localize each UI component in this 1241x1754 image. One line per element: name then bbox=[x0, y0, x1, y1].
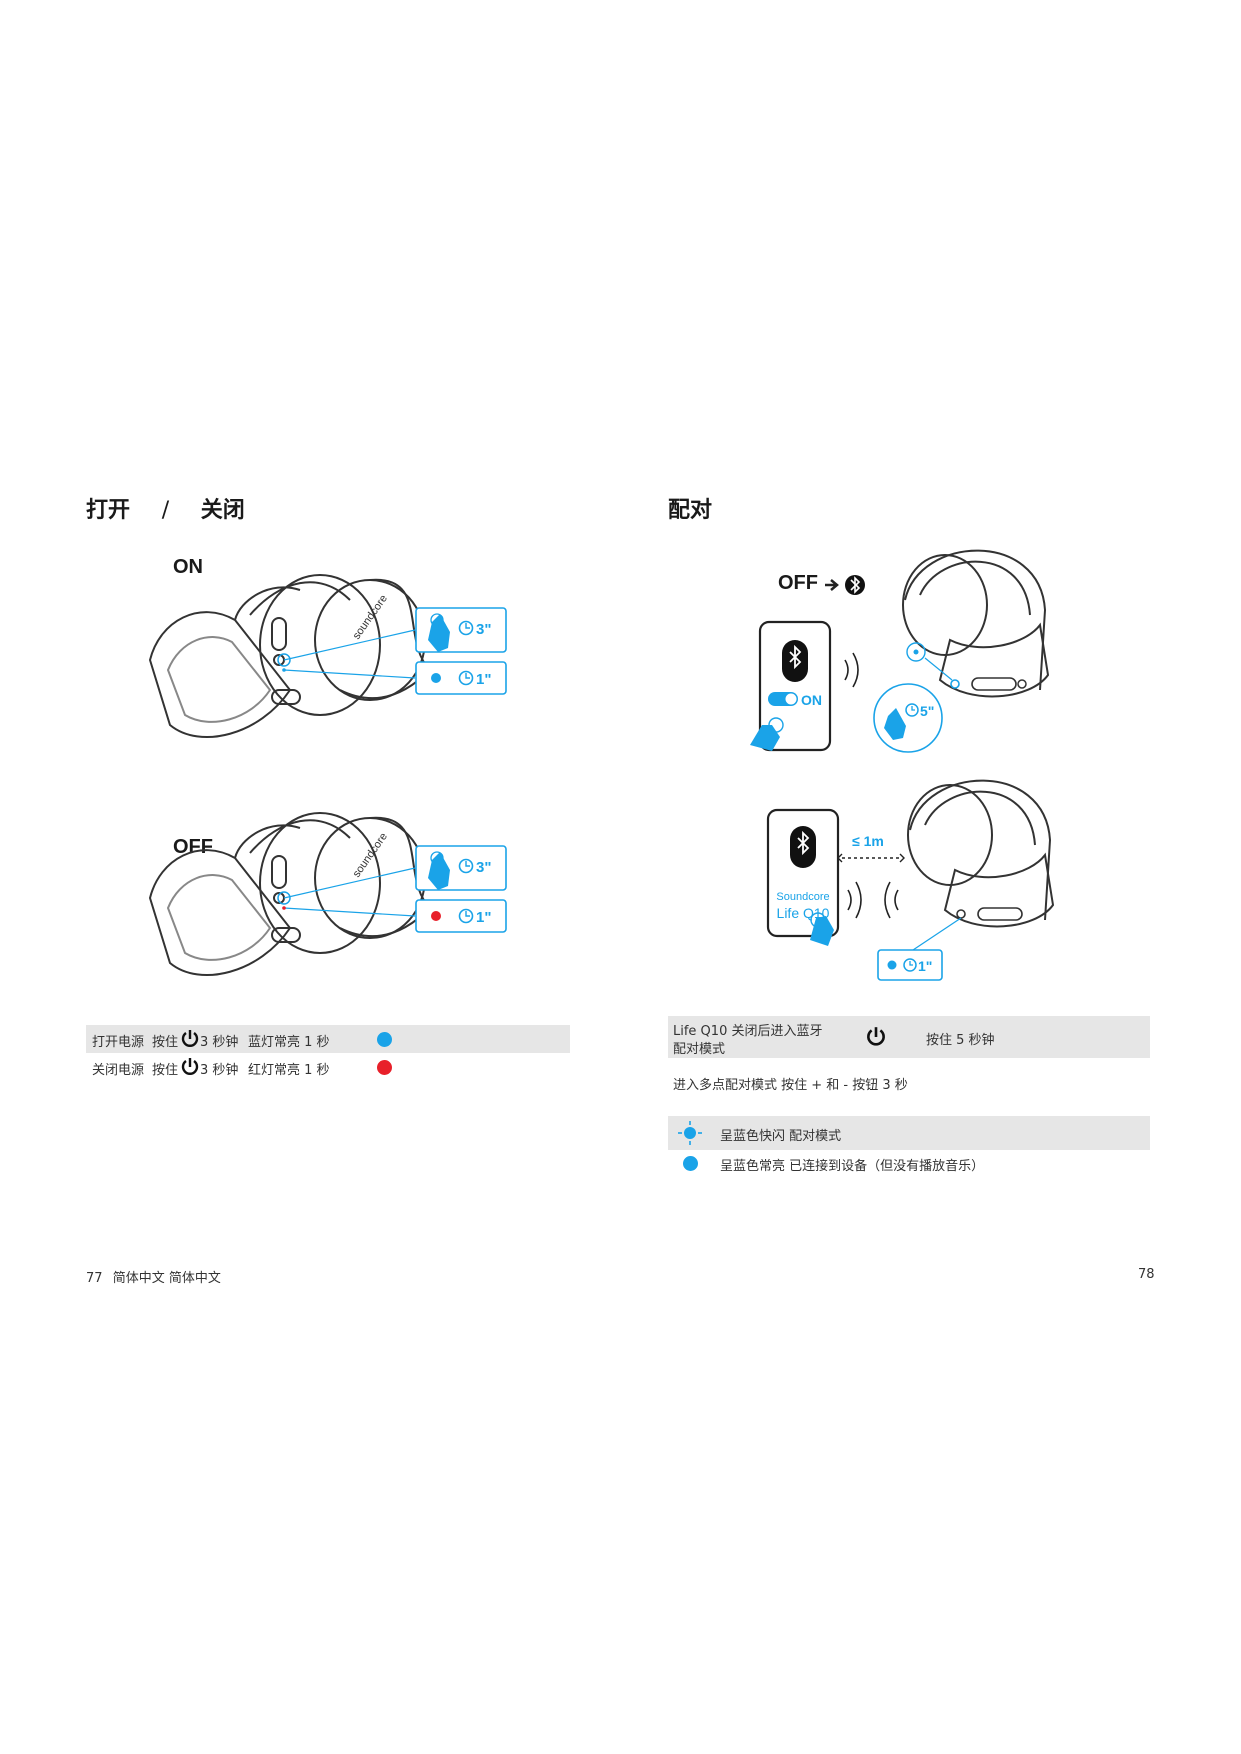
red-status-dot bbox=[377, 1060, 392, 1075]
pair-instruction: 按住 5 秒钟 bbox=[926, 1033, 995, 1048]
action-cell: 关闭电源 bbox=[92, 1063, 145, 1078]
headphone-off-illustration: soundcore 3" 1" bbox=[148, 812, 507, 977]
list-item: 呈蓝色快闪 配对模式 bbox=[668, 1116, 1150, 1150]
title-separator: / bbox=[161, 498, 170, 523]
power-icon bbox=[181, 1058, 199, 1075]
left-footer: 77 简体中文 简体中文 bbox=[86, 1267, 221, 1286]
duration-cell: 3 秒钟 bbox=[200, 1035, 239, 1050]
pair-description-line1: Life Q10 关闭后进入蓝牙 bbox=[673, 1024, 823, 1039]
list-item: 呈蓝色常亮 已连接到设备（但没有播放音乐） bbox=[668, 1150, 1150, 1178]
title-off: 关闭 bbox=[200, 498, 245, 523]
pairing-illustration-1: ON 5" bbox=[750, 549, 1050, 753]
light-callout-text: 1" bbox=[918, 958, 932, 974]
red-light-icon bbox=[431, 911, 441, 921]
indicator-text: 呈蓝色快闪 配对模式 bbox=[720, 1129, 842, 1144]
off-to-bluetooth-arrow-icon bbox=[825, 575, 865, 595]
svg-text:soundcore: soundcore bbox=[351, 593, 390, 642]
phone-brand-text: Soundcore bbox=[776, 891, 829, 903]
bluetooth-on-text: ON bbox=[801, 692, 822, 708]
blinking-blue-icon bbox=[678, 1121, 702, 1145]
title-on: 打开 bbox=[86, 498, 131, 523]
section-title-pairing: 配对 bbox=[668, 498, 713, 523]
left-page-number: 77 bbox=[86, 1271, 103, 1286]
result-cell: 红灯常亮 1 秒 bbox=[248, 1063, 330, 1078]
off-light-callout-text: 1" bbox=[476, 909, 491, 926]
multipoint-instruction: 进入多点配对模式 按住 + 和 - 按钮 3 秒 bbox=[673, 1078, 908, 1093]
left-language-label: 简体中文 简体中文 bbox=[112, 1271, 221, 1286]
off-label: OFF bbox=[173, 836, 213, 858]
blue-light-icon bbox=[431, 673, 441, 683]
instruction-cell: 按住 bbox=[152, 1063, 179, 1078]
right-page-number: 78 bbox=[1138, 1267, 1155, 1282]
instruction-cell: 按住 bbox=[152, 1035, 179, 1050]
table-row: 进入多点配对模式 按住 + 和 - 按钮 3 秒 bbox=[668, 1068, 1150, 1096]
off-hold-callout-text: 3" bbox=[476, 859, 491, 876]
table-row: Life Q10 关闭后进入蓝牙 配对模式 按住 5 秒钟 bbox=[668, 1016, 1150, 1058]
svg-text:soundcore: soundcore bbox=[351, 831, 390, 880]
pairing-illustration-2: Soundcore Life Q10 ≤ 1m 1" bbox=[766, 779, 1055, 981]
pairing-off-label: OFF bbox=[778, 572, 818, 594]
pair-description-line2: 配对模式 bbox=[673, 1042, 726, 1057]
indicator-text: 呈蓝色常亮 已连接到设备（但没有播放音乐） bbox=[720, 1159, 985, 1174]
distance-text: ≤ 1m bbox=[852, 833, 884, 849]
power-icon bbox=[867, 1027, 885, 1046]
duration-cell: 3 秒钟 bbox=[200, 1063, 239, 1078]
section-title-power: 打开 / 关闭 bbox=[86, 492, 245, 524]
table-row: 打开电源 按住 3 秒钟 蓝灯常亮 1 秒 bbox=[86, 1025, 570, 1053]
action-cell: 打开电源 bbox=[92, 1035, 145, 1050]
result-cell: 蓝灯常亮 1 秒 bbox=[248, 1035, 330, 1050]
table-row: 关闭电源 按住 3 秒钟 红灯常亮 1 秒 bbox=[86, 1053, 570, 1081]
blue-status-dot bbox=[377, 1032, 392, 1047]
hold-callout-text: 5" bbox=[920, 703, 934, 719]
solid-blue-icon bbox=[683, 1156, 698, 1171]
phone-model-text: Life Q10 bbox=[777, 905, 830, 921]
on-hold-callout-text: 3" bbox=[476, 621, 491, 638]
on-label: ON bbox=[173, 556, 203, 578]
on-light-callout-text: 1" bbox=[476, 671, 491, 688]
headphone-on-illustration: soundcore 3" 1" bbox=[148, 574, 507, 739]
power-icon bbox=[181, 1030, 199, 1047]
